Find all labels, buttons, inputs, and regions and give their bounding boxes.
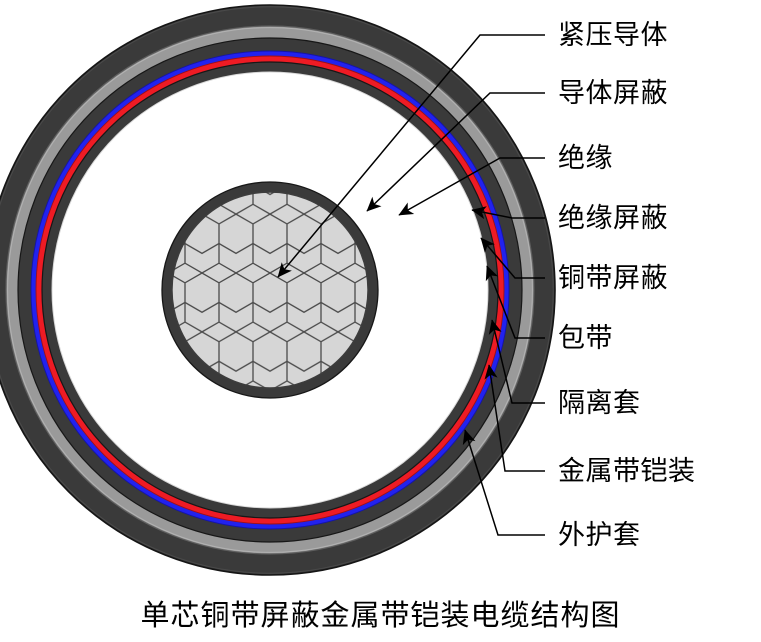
callout-label-outer_sheath: 外护套 <box>558 520 641 551</box>
leader-line-separation_sheath <box>488 319 545 404</box>
leader-line-insulation_shield <box>471 206 545 220</box>
callout-label-insulation: 绝缘 <box>558 143 613 174</box>
layer-conductor <box>171 191 369 389</box>
figure-caption: 单芯铜带屏蔽金属带铠装电缆结构图 <box>140 598 621 632</box>
leader-line-conductor <box>277 34 545 278</box>
leader-line-metal_tape_armour <box>484 364 545 472</box>
leader-line-binder_tape <box>485 265 545 339</box>
callout-label-conductor_shield: 导体屏蔽 <box>558 78 668 109</box>
callout-leader-lines <box>277 34 545 536</box>
callout-label-insulation_shield: 绝缘屏蔽 <box>558 203 668 234</box>
cable-layer-stack <box>0 4 556 576</box>
callout-label-separation_sheath: 隔离套 <box>558 388 641 419</box>
leader-line-conductor_shield <box>366 92 545 212</box>
armour-inner-highlight <box>7 27 533 553</box>
outer-sheath-inner-highlight <box>0 6 554 574</box>
leader-line-outer_sheath <box>462 429 545 536</box>
leader-line-insulation <box>398 157 545 216</box>
callout-label-metal_tape_armour: 金属带铠装 <box>558 456 696 487</box>
callout-label-copper_tape_shield: 铜带屏蔽 <box>558 263 668 294</box>
callout-label-conductor: 紧压导体 <box>558 20 668 51</box>
leader-line-copper_tape_shield <box>480 237 545 279</box>
callout-label-binder_tape: 包带 <box>558 323 613 354</box>
